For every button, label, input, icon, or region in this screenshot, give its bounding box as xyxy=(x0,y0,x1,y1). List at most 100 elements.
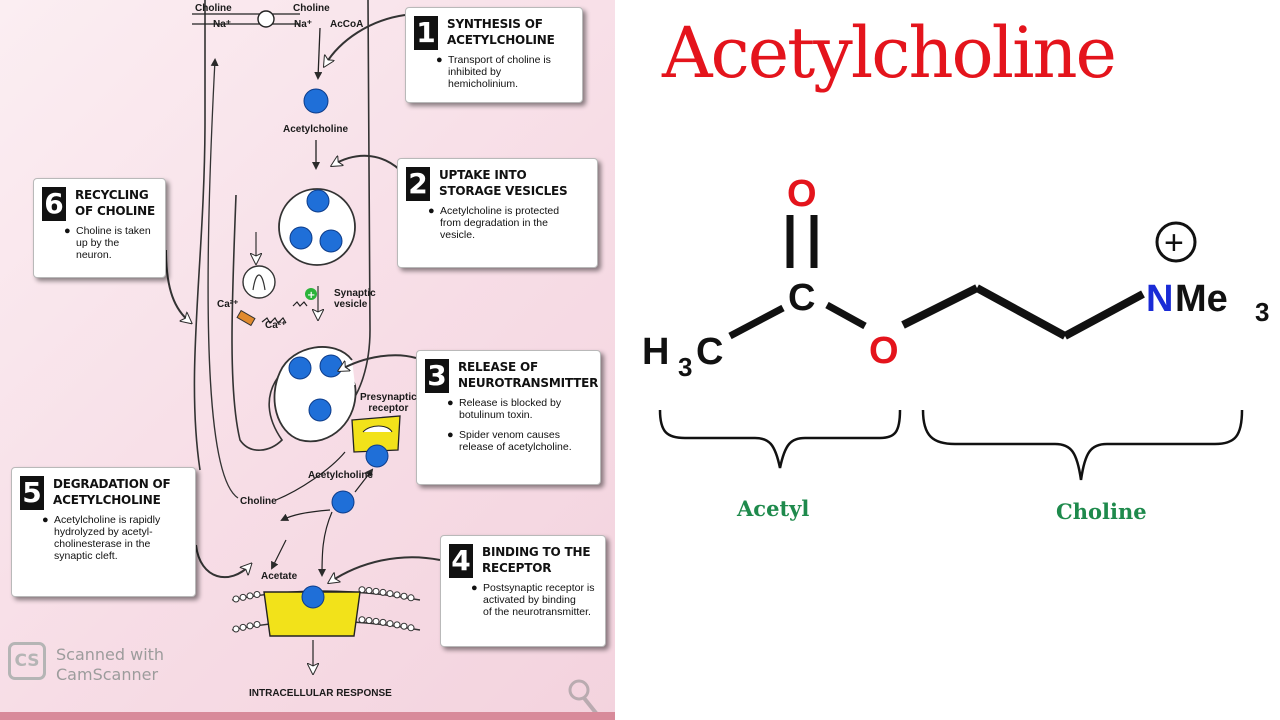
lipid-head xyxy=(253,590,261,598)
bottom-strip xyxy=(0,712,615,720)
step-title-4: BINDING TO THE RECEPTOR xyxy=(482,545,591,575)
camscanner-logo-icon: CS xyxy=(8,642,46,680)
cleft-acetylcholine xyxy=(331,490,355,514)
step-3-bullet-1: Release is blocked by botulinum toxin. xyxy=(459,397,562,421)
step-box-2: 2 UPTAKE INTO STORAGE VESICLES ●Acetylch… xyxy=(397,158,598,268)
fusing-vesicle xyxy=(273,346,357,443)
ester-oxygen: O xyxy=(869,330,899,372)
lipid-head xyxy=(407,624,415,632)
methyl-bond xyxy=(728,304,785,340)
trimethyl-subscript: 3 xyxy=(1255,297,1269,327)
label-calcium-left: Ca²⁺ xyxy=(217,299,239,310)
lipid-head xyxy=(386,620,394,628)
lipid-head xyxy=(379,588,387,596)
nitrogen-atom: N xyxy=(1146,278,1173,320)
receptor-bound-acetylcholine xyxy=(301,585,325,609)
lipid-head xyxy=(400,622,408,630)
lipid-head xyxy=(386,590,394,598)
lipid-head xyxy=(393,621,401,629)
label-intracellular-response: INTRACELLULAR RESPONSE xyxy=(249,688,392,699)
lipid-head xyxy=(365,587,373,595)
lipid-head xyxy=(372,587,380,595)
step-1-bullet-1: Transport of choline is inhibited by hem… xyxy=(448,54,551,90)
lipid-head xyxy=(239,593,247,601)
step-box-5: 5 DEGRADATION OF ACETYLCHOLINE ●Acetylch… xyxy=(11,467,196,597)
label-na-outside: Na⁺ xyxy=(213,19,232,30)
choline-transporter xyxy=(257,10,275,28)
step-number-3: 3 xyxy=(425,359,449,393)
label-presynaptic-receptor: Presynaptic receptor xyxy=(360,392,417,414)
bound-acetylcholine xyxy=(365,444,389,468)
lipid-head xyxy=(365,617,373,625)
lipid-head xyxy=(407,594,415,602)
step-5-bullet-1: Acetylcholine is rapidly hydrolyzed by a… xyxy=(54,514,161,562)
presynaptic-receptor-shape xyxy=(351,415,401,453)
acetylcholine-structure: O C O H 3 C N Me 3 + Acetyl Choline xyxy=(642,173,1269,524)
label-choline-cleft: Choline xyxy=(240,496,277,507)
step-number-5: 5 xyxy=(20,476,44,510)
lipid-head xyxy=(358,616,366,624)
neuron-synapse-illustration: + xyxy=(165,0,602,720)
step-6-bullet-1: Choline is taken up by the neuron. xyxy=(76,225,151,261)
step-title-5: DEGRADATION OF ACETYLCHOLINE xyxy=(53,477,171,507)
step-4-bullet-1: Postsynaptic receptor is activated by bi… xyxy=(483,582,595,618)
lipid-head xyxy=(232,595,240,603)
lipid-head xyxy=(393,591,401,599)
label-accoa: AcCoA xyxy=(330,19,364,30)
label-calcium-right: Ca²⁺ xyxy=(265,320,287,331)
svg-text:+: + xyxy=(307,290,315,301)
step-title-1: SYNTHESIS OF ACETYLCHOLINE xyxy=(447,17,555,47)
step-box-3: 3 RELEASE OF NEUROTRANSMITTER ●Release i… xyxy=(416,350,601,485)
methyl-hydrogen: H xyxy=(642,331,669,373)
lipid-head xyxy=(253,620,261,628)
choline-group-label: Choline xyxy=(1056,499,1147,524)
step-3-bullet-2: Spider venom causes release of acetylcho… xyxy=(459,429,572,453)
step-number-2: 2 xyxy=(406,167,430,201)
step-title-3: RELEASE OF NEUROTRANSMITTER xyxy=(458,360,599,390)
step-box-1: 1 SYNTHESIS OF ACETYLCHOLINE ●Transport … xyxy=(405,7,583,103)
label-synaptic-vesicle: Synaptic vesicle xyxy=(334,288,376,310)
carbonyl-oxygen: O xyxy=(787,173,817,215)
step-2-bullet-1: Acetylcholine is protected from degradat… xyxy=(440,205,560,241)
step-box-6: 6 RECYCLING OF CHOLINE ●Choline is taken… xyxy=(33,178,166,278)
step-number-4: 4 xyxy=(449,544,473,578)
camscanner-watermark-text: Scanned with CamScanner xyxy=(56,645,165,684)
acetyl-group-label: Acetyl xyxy=(736,496,809,521)
positive-charge-icon xyxy=(1155,221,1197,263)
postsynaptic-receptor-shape xyxy=(263,591,361,637)
lipid-head xyxy=(232,625,240,633)
lipid-head xyxy=(379,618,387,626)
carbonyl-carbon: C xyxy=(788,277,815,319)
page-title: Acetylcholine xyxy=(662,12,1117,94)
trimethyl-group: Me xyxy=(1175,278,1228,320)
acetylcholine-molecule xyxy=(303,88,329,114)
chain-bond-2 xyxy=(975,284,1067,340)
lipid-head xyxy=(372,617,380,625)
label-acetylcholine-cleft: Acetylcholine xyxy=(308,470,374,481)
lipid-head xyxy=(246,622,254,630)
step-box-4: 4 BINDING TO THE RECEPTOR ●Postsynaptic … xyxy=(440,535,606,647)
label-choline-outside: Choline xyxy=(195,3,232,14)
step-number-6: 6 xyxy=(42,187,66,221)
chain-bond-3 xyxy=(1063,290,1145,340)
calcium-channel xyxy=(242,265,276,299)
step-number-1: 1 xyxy=(414,16,438,50)
methyl-subscript: 3 xyxy=(678,352,692,382)
methyl-carbon: C xyxy=(696,331,723,373)
label-na-inside: Na⁺ xyxy=(294,19,313,30)
ach-pathway-diagram: + xyxy=(0,0,615,720)
lipid-head xyxy=(358,586,366,594)
lipid-head xyxy=(400,592,408,600)
chain-bond-1 xyxy=(901,284,979,329)
step-title-6: RECYCLING OF CHOLINE xyxy=(75,188,155,218)
lipid-head xyxy=(246,592,254,600)
acetyl-brace xyxy=(658,409,902,469)
label-acetate: Acetate xyxy=(261,571,298,582)
positive-charge-sign: + xyxy=(1164,224,1184,262)
label-acetylcholine-synthesis: Acetylcholine xyxy=(283,124,349,135)
ester-bond xyxy=(825,301,867,330)
choline-brace xyxy=(921,409,1244,481)
lipid-head xyxy=(239,623,247,631)
step-title-2: UPTAKE INTO STORAGE VESICLES xyxy=(439,168,568,198)
label-choline-inside: Choline xyxy=(293,3,330,14)
